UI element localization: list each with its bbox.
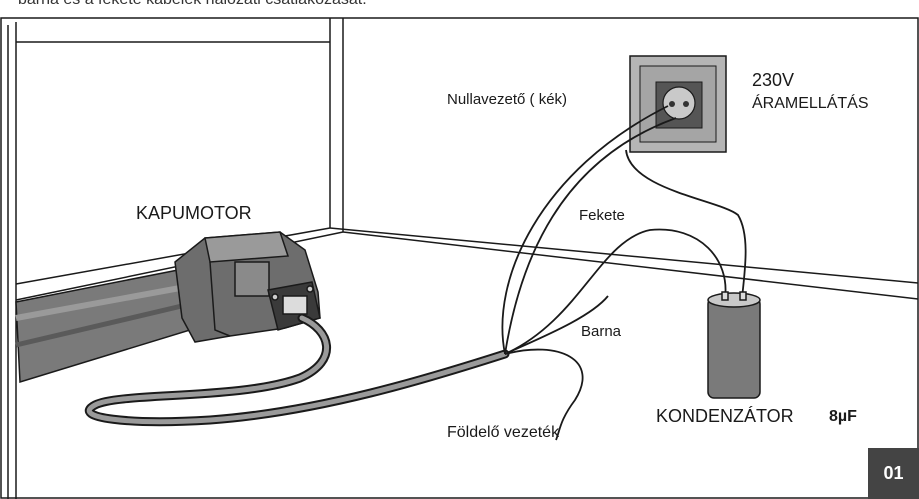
motor-arm — [15, 269, 191, 383]
wall-socket — [629, 55, 727, 153]
label-capacitor: KONDENZÁTOR — [656, 406, 794, 426]
label-neutral: Nullavezető ( kék) — [447, 91, 568, 108]
label-ground: Földelő vezeték — [447, 424, 560, 441]
capacitor — [707, 291, 761, 399]
label-voltage: 230V — [752, 70, 795, 90]
wires — [501, 105, 747, 441]
label-power-supply: ÁRAMELLÁTÁS — [752, 95, 869, 112]
page-badge: 01 — [868, 448, 919, 499]
caption-text: barna és a fekete kábelek hálózati csatl… — [18, 0, 367, 9]
gate-motor — [174, 231, 321, 343]
label-motor: KAPUMOTOR — [136, 203, 252, 223]
label-capacitance: 8µF — [829, 408, 857, 425]
label-black: Fekete — [579, 207, 625, 224]
label-brown: Barna — [581, 323, 622, 340]
